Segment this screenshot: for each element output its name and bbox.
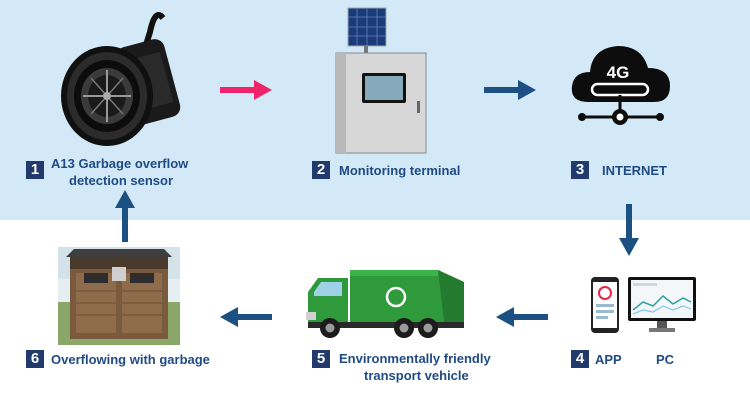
step-2-label: Monitoring terminal <box>339 163 461 178</box>
cloud-4g-text: 4G <box>607 63 630 82</box>
garbage-truck-image <box>304 260 468 342</box>
step-4-pc-label: PC <box>656 352 675 367</box>
arrow-down-icon <box>618 204 640 256</box>
arrow-left-icon <box>496 306 548 328</box>
arrow-right-pink-icon <box>220 79 272 101</box>
arrow-right-icon <box>484 79 536 101</box>
step-1-number-badge: 1 <box>26 161 44 179</box>
step-1-label-line1: A13 Garbage overflow <box>51 156 189 171</box>
pc-monitor-icon <box>627 276 697 334</box>
step-4-app-label: APP <box>595 352 622 367</box>
step-5-number-badge: 5 <box>312 350 330 368</box>
garbage-bins-image <box>58 247 180 345</box>
step-4-number-badge: 4 <box>571 350 589 368</box>
step-6-number-badge: 6 <box>26 350 44 368</box>
step-3-label: INTERNET <box>602 163 667 178</box>
smartphone-app-icon <box>590 276 620 334</box>
monitoring-terminal-image <box>328 5 436 155</box>
step-6-label: Overflowing with garbage <box>51 352 210 367</box>
step-5-label-line2: transport vehicle <box>364 368 469 383</box>
4g-cloud-icon: 4G <box>568 32 674 134</box>
step-1-label-line2: detection sensor <box>69 173 174 188</box>
arrow-up-icon <box>114 190 136 242</box>
step-5-label-line1: Environmentally friendly <box>339 351 491 366</box>
step-3-number-badge: 3 <box>571 161 589 179</box>
arrow-left-icon <box>220 306 272 328</box>
garbage-overflow-sensor-image <box>55 8 190 150</box>
step-2-number-badge: 2 <box>312 161 330 179</box>
